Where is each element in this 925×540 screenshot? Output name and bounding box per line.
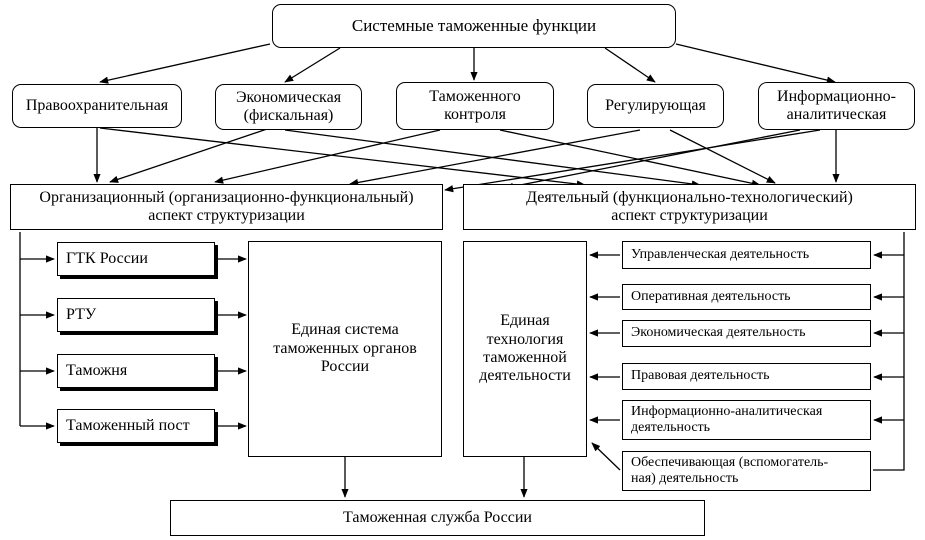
activity-aspect: Деятельный (функционально-технологически…	[463, 184, 916, 230]
organ-rtu: РТУ	[57, 298, 215, 332]
arrow-control-to-org	[214, 129, 441, 184]
act-bracket	[873, 232, 905, 471]
arrow-law-to-act	[99, 127, 586, 188]
activity-information-analytical: Информационно-аналитическая деятельность	[622, 400, 871, 440]
organ-gtk-russia: ГТК России	[57, 242, 215, 276]
arrow-regulating-to-org	[349, 129, 641, 187]
activity-operational: Оперативная деятельность	[622, 284, 871, 310]
unified-customs-organs-system: Единая система таможенных органов России	[248, 241, 442, 457]
arrow-economic-to-org	[109, 127, 271, 183]
organizational-aspect: Организационный (организационно-функцион…	[10, 184, 443, 230]
activity-economic: Экономическая деятельность	[622, 320, 871, 347]
function-customs-control: Таможенного контроля	[396, 82, 554, 130]
system-functions-title: Системные таможенные функции	[272, 4, 676, 48]
arrow-control-to-act	[499, 129, 761, 187]
activity-legal: Правовая деятельность	[622, 363, 871, 390]
arrow-info-to-act2	[504, 129, 801, 190]
function-regulating: Регулирующая	[587, 84, 724, 128]
arrow-top-to-economic	[284, 47, 341, 83]
function-economic: Экономическая (фискальная)	[215, 84, 362, 130]
activity-management: Управленческая деятельность	[622, 241, 871, 269]
function-information: Информационно- аналитическая	[758, 82, 915, 130]
organ-customs-post: Таможенный пост	[57, 409, 215, 443]
arrow-regulating-to-act	[669, 129, 776, 184]
customs-service-russia: Таможенная служба России	[170, 500, 705, 536]
unified-customs-technology: Единая технология таможенной деятельност…	[463, 241, 587, 457]
arrow-top-to-regulating	[604, 47, 656, 83]
organ-customs: Таможня	[57, 354, 215, 388]
arrow-info-to-org	[444, 129, 821, 193]
arrow-top-to-info	[675, 43, 836, 84]
arrow-support-to-tech	[591, 442, 621, 471]
function-law-enforcement: Правоохранительная	[12, 84, 182, 128]
arrow-top-to-law	[99, 43, 271, 84]
activity-supporting: Обеспечивающая (вспомогатель- ная) деяте…	[622, 451, 871, 491]
